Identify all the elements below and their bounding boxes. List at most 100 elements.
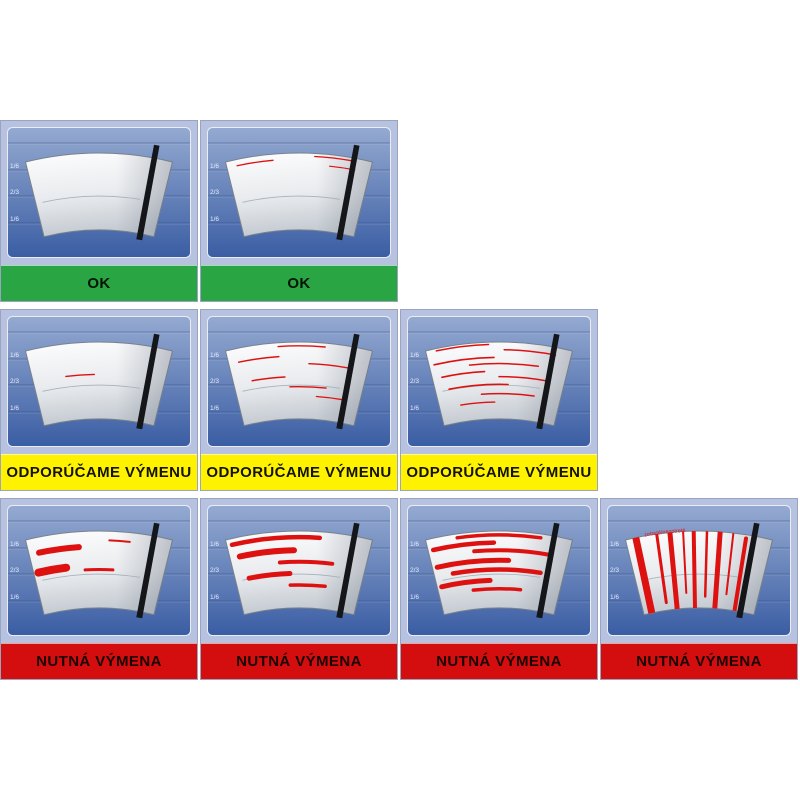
wear-streak (632, 534, 656, 615)
glass-reflection-line (42, 573, 140, 581)
wear-streak (703, 530, 709, 598)
wear-streak (34, 563, 71, 577)
status-label: ODPORÚČAME VÝMENU (406, 464, 592, 481)
wear-streak (435, 343, 490, 352)
wear-streak (251, 376, 286, 382)
wiper-wear-chart: 1/6 2/3 1/6 OK 1/6 2/3 1/6 OK 1/6 2/3 1/6 ODPO… (0, 120, 800, 680)
wear-streak (229, 534, 323, 548)
wiper-blade (536, 522, 560, 619)
status-label: ODPORÚČAME VÝMENU (6, 464, 192, 481)
wear-streak (246, 571, 293, 581)
zone-label: 1/6 (210, 352, 219, 359)
status-bar: NUTNÁ VÝMENA (201, 643, 397, 679)
windshield-diagram: 1/6 2/3 1/6 (207, 127, 391, 258)
zone-label: 1/6 (610, 541, 619, 548)
status-bar: OK (201, 265, 397, 301)
zone-label: 2/3 (10, 567, 19, 574)
wear-streak (65, 373, 95, 378)
wear-streak (455, 533, 543, 540)
zone-label: 1/6 (10, 216, 19, 223)
windshield-diagram: 1/6 2/3 1/6 (7, 127, 191, 258)
wiper-panel: 1/6 2/3 1/6 (1, 121, 197, 265)
glass-reflection-line (242, 195, 340, 203)
wear-streak (277, 559, 335, 566)
zone-label: 1/6 (210, 405, 219, 412)
zone-label: 2/3 (10, 189, 19, 196)
wiper-blade (736, 522, 760, 619)
zone-label: 2/3 (210, 378, 219, 385)
wiper-blade (536, 333, 560, 430)
status-label: NUTNÁ VÝMENA (636, 653, 762, 670)
wiper-blade (136, 522, 160, 619)
zone-label: 1/6 (410, 541, 419, 548)
wiper-panel: 1/6 2/3 1/6 (401, 499, 597, 643)
wear-streak (667, 530, 680, 612)
zone-label: 2/3 (10, 378, 19, 385)
wear-streak (441, 370, 486, 379)
wiper-condition-cell-2-1: 1/6 2/3 1/6 ODPORÚČAME VÝMENU (0, 309, 198, 491)
zone-label: 2/3 (210, 189, 219, 196)
wiper-condition-cell-1-1: 1/6 2/3 1/6 OK (0, 120, 198, 302)
zone-label: 1/6 (210, 163, 219, 170)
windshield-diagram: 1/6 2/3 1/6 (407, 316, 591, 447)
status-bar: ODPORÚČAME VÝMENU (201, 454, 397, 490)
zone-label: 1/6 (10, 163, 19, 170)
chart-row-1: 1/6 2/3 1/6 OK 1/6 2/3 1/6 OK (0, 120, 800, 302)
wiper-condition-cell-2-3: 1/6 2/3 1/6 ODPORÚČAME VÝMENU (400, 309, 598, 491)
wiper-panel: 1/6 2/3 1/6 (401, 310, 597, 454)
wiper-panel: 1/6 2/3 1/6 (1, 310, 197, 454)
wiper-condition-cell-1-2: 1/6 2/3 1/6 OK (200, 120, 398, 302)
wear-streak (288, 583, 327, 589)
zone-label: 1/6 (10, 352, 19, 359)
chart-row-2: 1/6 2/3 1/6 ODPORÚČAME VÝMENU 1/6 2/3 1/6 OD… (0, 309, 800, 491)
wiper-panel: 1/6 2/3 1/6 (201, 310, 397, 454)
wear-streak (289, 385, 327, 389)
wear-streak (480, 392, 535, 397)
windshield-diagram: 1/6 2/3 1/6 (207, 316, 391, 447)
wear-streak (460, 401, 496, 406)
zone-label: 2/3 (610, 567, 619, 574)
windshield-diagram: 1/62/31/6 (207, 505, 391, 636)
zone-label: 1/6 (410, 352, 419, 359)
windshield-diagram: 1/6 2/3 1/6 (407, 505, 591, 636)
zone-label: 1/6 (210, 216, 219, 223)
glass-reflection-line (42, 195, 140, 203)
wiper-condition-cell-2-2: 1/6 2/3 1/6 ODPORÚČAME VÝMENU (200, 309, 398, 491)
status-label: ODPORÚČAME VÝMENU (206, 464, 392, 481)
status-label: OK (87, 275, 111, 292)
wear-streak (434, 557, 512, 570)
wear-streak (236, 159, 274, 167)
status-bar: ODPORÚČAME VÝMENU (401, 454, 597, 490)
status-label: NUTNÁ VÝMENA (236, 653, 362, 670)
zone-label: 1/6 (410, 405, 419, 412)
wear-streak (471, 587, 523, 592)
status-bar: OK (1, 265, 197, 301)
wear-streak (433, 356, 495, 366)
zone-label: 2/3 (410, 378, 419, 385)
wear-streak (682, 530, 688, 594)
zone-label: 1/6 (410, 594, 419, 601)
wear-streak (472, 548, 551, 557)
status-label: OK (287, 275, 311, 292)
wear-streak (468, 362, 540, 368)
wiper-blade (336, 522, 360, 619)
windshield-diagram: 1/6 2/3 1/6 (7, 316, 191, 447)
wear-streak (448, 383, 509, 390)
zone-label: 1/6 (10, 541, 19, 548)
wiper-panel: 1/6 2/3 1/6 (201, 121, 397, 265)
chart-row-3: 1/6 2/3 1/6 NUTNÁ VÝMENA 1/6 2/3 1/6 NUTNÁ V… (0, 498, 800, 680)
zone-label: 2/3 (410, 567, 419, 574)
wear-streak (236, 547, 297, 560)
status-bar: NUTNÁ VÝMENA (1, 643, 197, 679)
zone-label: 2/3 (210, 567, 219, 574)
top-annotation: zotreté/nezotreté (644, 528, 686, 539)
glass-reflection-line (242, 384, 340, 392)
wiper-blade (336, 144, 360, 241)
wiper-blade (336, 333, 360, 430)
zone-label: 1/6 (10, 405, 19, 412)
glass-reflection-line (42, 384, 140, 392)
zone-label: 1/6 (210, 541, 219, 548)
